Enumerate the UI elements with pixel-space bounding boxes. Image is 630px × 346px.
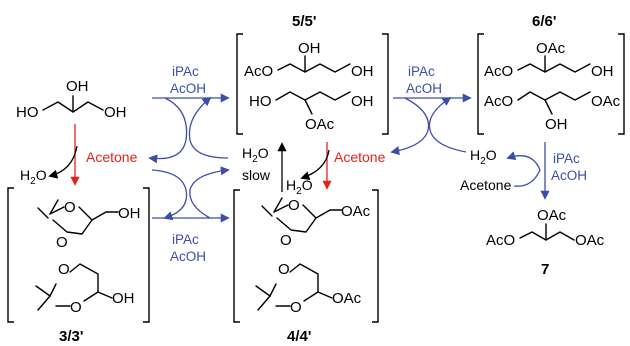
c5-oh-top: OH	[298, 40, 321, 57]
compound-5-label: 5/5'	[292, 13, 316, 30]
svg-text:iPAc: iPAc	[172, 232, 199, 247]
glycerol-structure: OH HO OH	[16, 78, 127, 121]
compound-4-structure: O O OAc	[261, 197, 371, 249]
slow-h2o-arrow: H2O slow	[242, 142, 287, 192]
compound-7-label: 7	[541, 261, 549, 278]
c3p-ring-o2: O	[70, 299, 82, 316]
reagents-top-left: iPAc AcOH	[148, 64, 230, 164]
glycerol-ho-left: HO	[16, 104, 39, 121]
compound-3prime-structure: O O OH	[35, 261, 135, 316]
c5p-oh: OH	[351, 93, 374, 110]
c3-ring-o1: O	[64, 199, 76, 216]
glycerol-oh-top: OH	[66, 78, 89, 95]
c4-ring-o2: O	[280, 232, 292, 249]
c6-oac-top: OAc	[536, 40, 566, 57]
c3p-ring-o1: O	[58, 261, 70, 278]
c6-aco: AcO	[484, 63, 513, 80]
c5p-ho: HO	[249, 93, 272, 110]
compound-3-label: 3/3'	[59, 328, 83, 345]
compound-5-structure: OH AcO OH	[244, 40, 374, 80]
c4-ring-o1: O	[288, 197, 300, 214]
compound-3-bracket	[7, 187, 150, 323]
acetone-arrow-1: Acetone H2O	[20, 124, 138, 187]
c6-oh: OH	[591, 63, 614, 80]
c7-oac-top: OAc	[537, 207, 567, 224]
acetone-label-2: Acetone	[334, 149, 386, 165]
c4-oac: OAc	[341, 203, 371, 220]
compound-4prime-structure: O O OAc	[255, 261, 362, 316]
c7-oac-right: OAc	[575, 232, 605, 249]
c4p-ring-o2: O	[290, 299, 302, 316]
svg-text:H2O: H2O	[242, 145, 269, 165]
compound-6-label: 6/6'	[532, 13, 556, 30]
glycerol-oh-right: OH	[104, 104, 127, 121]
svg-text:H2O: H2O	[470, 147, 497, 167]
compound-3-structure: O O OH	[37, 199, 141, 251]
svg-text:AcOH: AcOH	[170, 81, 206, 96]
reagents-right: H2O Acetone iPAc AcOH	[460, 142, 587, 200]
acetone-arrow-2: Acetone H2O	[286, 142, 386, 197]
acetone-label-1: Acetone	[86, 149, 138, 165]
compound-6-bracket	[477, 33, 625, 135]
c4p-oac: OAc	[332, 290, 362, 307]
compound-5prime-structure: HO OH OAc	[249, 91, 374, 133]
c6p-oh: OH	[545, 116, 568, 133]
c5-aco: AcO	[244, 63, 273, 80]
reagents-bottom-left: iPAc AcOH	[151, 166, 230, 264]
c3-ring-o2: O	[56, 234, 68, 251]
acetone-label-right: Acetone	[460, 177, 512, 193]
slow-label: slow	[242, 167, 271, 183]
c4p-ring-o1: O	[278, 261, 290, 278]
c5-oh-right: OH	[351, 63, 374, 80]
compound-6prime-structure: AcO OAc OH	[484, 91, 621, 133]
c3p-oh: OH	[112, 290, 135, 307]
svg-text:H2O: H2O	[286, 177, 313, 197]
compound-5-bracket	[236, 33, 389, 135]
c6p-aco: AcO	[484, 93, 513, 110]
svg-text:AcOH: AcOH	[406, 81, 442, 96]
svg-text:iPAc: iPAc	[408, 64, 435, 79]
c7-aco: AcO	[486, 232, 515, 249]
compound-6-structure: OAc AcO OH	[484, 40, 614, 80]
compound-4-label: 4/4'	[287, 328, 311, 345]
compound-7-structure: OAc AcO OAc	[486, 207, 605, 249]
c5p-oac: OAc	[305, 116, 335, 133]
compound-4-bracket	[233, 189, 379, 323]
c3-oh: OH	[118, 205, 141, 222]
svg-text:iPAc: iPAc	[553, 151, 580, 166]
svg-text:AcOH: AcOH	[551, 168, 587, 183]
c6p-oac: OAc	[591, 93, 621, 110]
svg-text:iPAc: iPAc	[172, 64, 199, 79]
reagents-top-middle: iPAc AcOH	[390, 64, 472, 156]
svg-text:AcOH: AcOH	[170, 249, 206, 264]
h2o-label-1: H2O	[20, 167, 47, 187]
